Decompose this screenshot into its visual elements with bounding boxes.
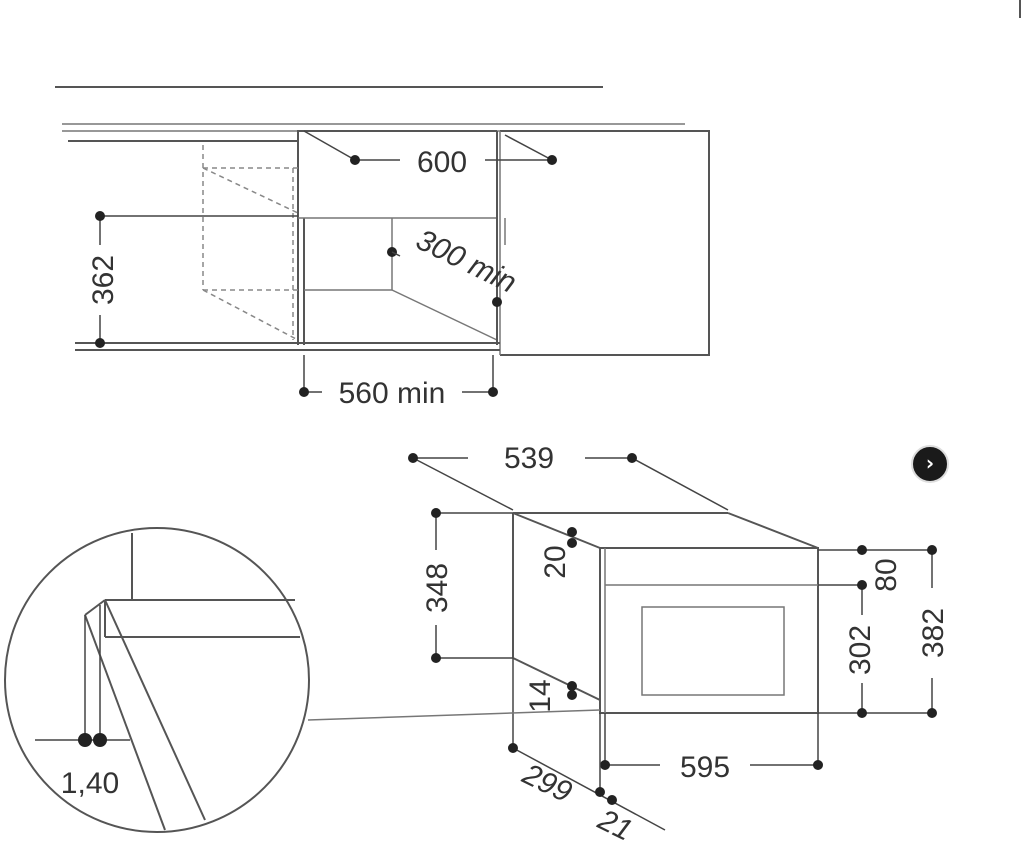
page-edge-mark: [1019, 0, 1021, 18]
dim-door-height-302: 302: [844, 625, 877, 675]
dim-bottom-offset-14: 14: [524, 679, 557, 712]
dim-width-600: 600: [417, 146, 467, 179]
dim-top-band-80: 80: [870, 558, 903, 591]
dim-top-offset-20: 20: [539, 545, 572, 578]
front-view: 539 348 20 14 80 302 382: [408, 442, 950, 846]
top-view: 600 362 300 min 560 min: [55, 86, 710, 410]
chevron-right-icon: ›: [925, 451, 935, 475]
dim-side-depth-299: 299: [517, 757, 578, 809]
dim-gap-21: 21: [592, 803, 637, 846]
dim-width-595: 595: [680, 751, 730, 784]
dim-clearance-1-40: 1,40: [61, 767, 119, 800]
next-image-button[interactable]: ›: [911, 445, 949, 483]
dim-total-height-382: 382: [917, 608, 950, 658]
dim-height-362: 362: [87, 255, 120, 305]
detail-view: 1,40: [4, 527, 601, 833]
dim-opening-560-min: 560 min: [339, 377, 446, 410]
dim-body-height-348: 348: [421, 563, 454, 613]
dim-depth-539: 539: [504, 442, 554, 475]
